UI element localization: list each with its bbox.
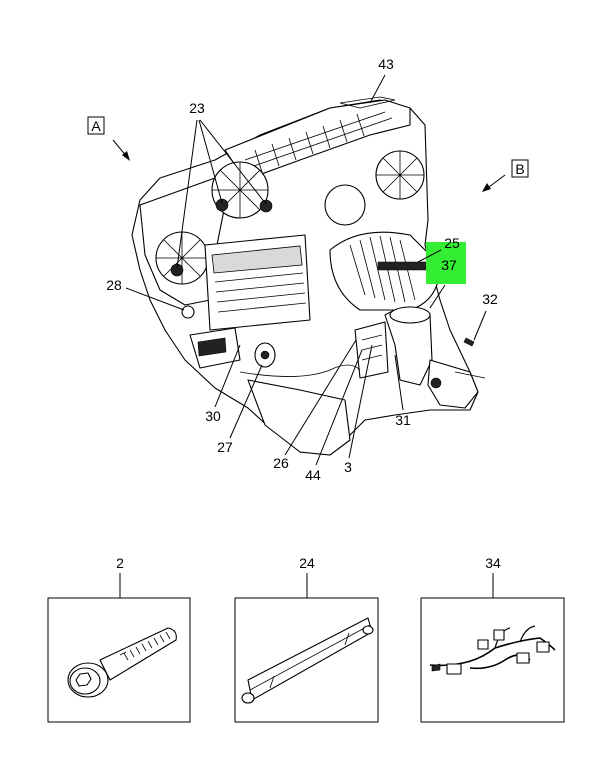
callout-28: 28: [106, 277, 185, 311]
svg-text:26: 26: [273, 455, 289, 471]
callout-31: 31: [394, 354, 411, 428]
part-panel-34: 34: [420, 555, 565, 723]
svg-text:30: 30: [205, 408, 221, 424]
callout-27: 27: [217, 364, 263, 455]
callout-43: 43: [369, 56, 394, 104]
seal-strip-icon: [241, 617, 374, 704]
callout-32: 32: [473, 291, 498, 341]
svg-text:32: 32: [482, 291, 498, 307]
svg-text:3: 3: [344, 459, 352, 475]
svg-text:A: A: [91, 118, 101, 134]
view-label-a: A: [87, 116, 130, 161]
highlight-box-37: [426, 242, 466, 284]
svg-text:B: B: [515, 161, 524, 177]
bolt-icon: [67, 627, 177, 698]
svg-text:37: 37: [441, 257, 457, 273]
svg-text:27: 27: [217, 439, 233, 455]
svg-text:2: 2: [116, 555, 124, 571]
svg-text:44: 44: [305, 467, 321, 483]
svg-text:25: 25: [444, 235, 460, 251]
svg-text:23: 23: [189, 100, 205, 116]
part-panel-2: 2: [47, 555, 191, 723]
svg-text:28: 28: [106, 277, 122, 293]
svg-text:24: 24: [299, 555, 315, 571]
callout-26: 26: [273, 339, 357, 471]
svg-text:31: 31: [395, 412, 411, 428]
view-label-b: B: [482, 159, 529, 192]
callout-44: 44: [305, 349, 363, 483]
callout-3: 3: [344, 344, 373, 475]
svg-text:43: 43: [378, 56, 394, 72]
callout-23: 23: [176, 100, 267, 269]
callout-30: 30: [205, 344, 241, 424]
callout-25: 25: [417, 235, 460, 263]
part-panel-24: 24: [234, 555, 379, 723]
wiring-harness-icon: [429, 625, 556, 675]
svg-text:34: 34: [485, 555, 501, 571]
callout-37: 37: [429, 257, 457, 309]
